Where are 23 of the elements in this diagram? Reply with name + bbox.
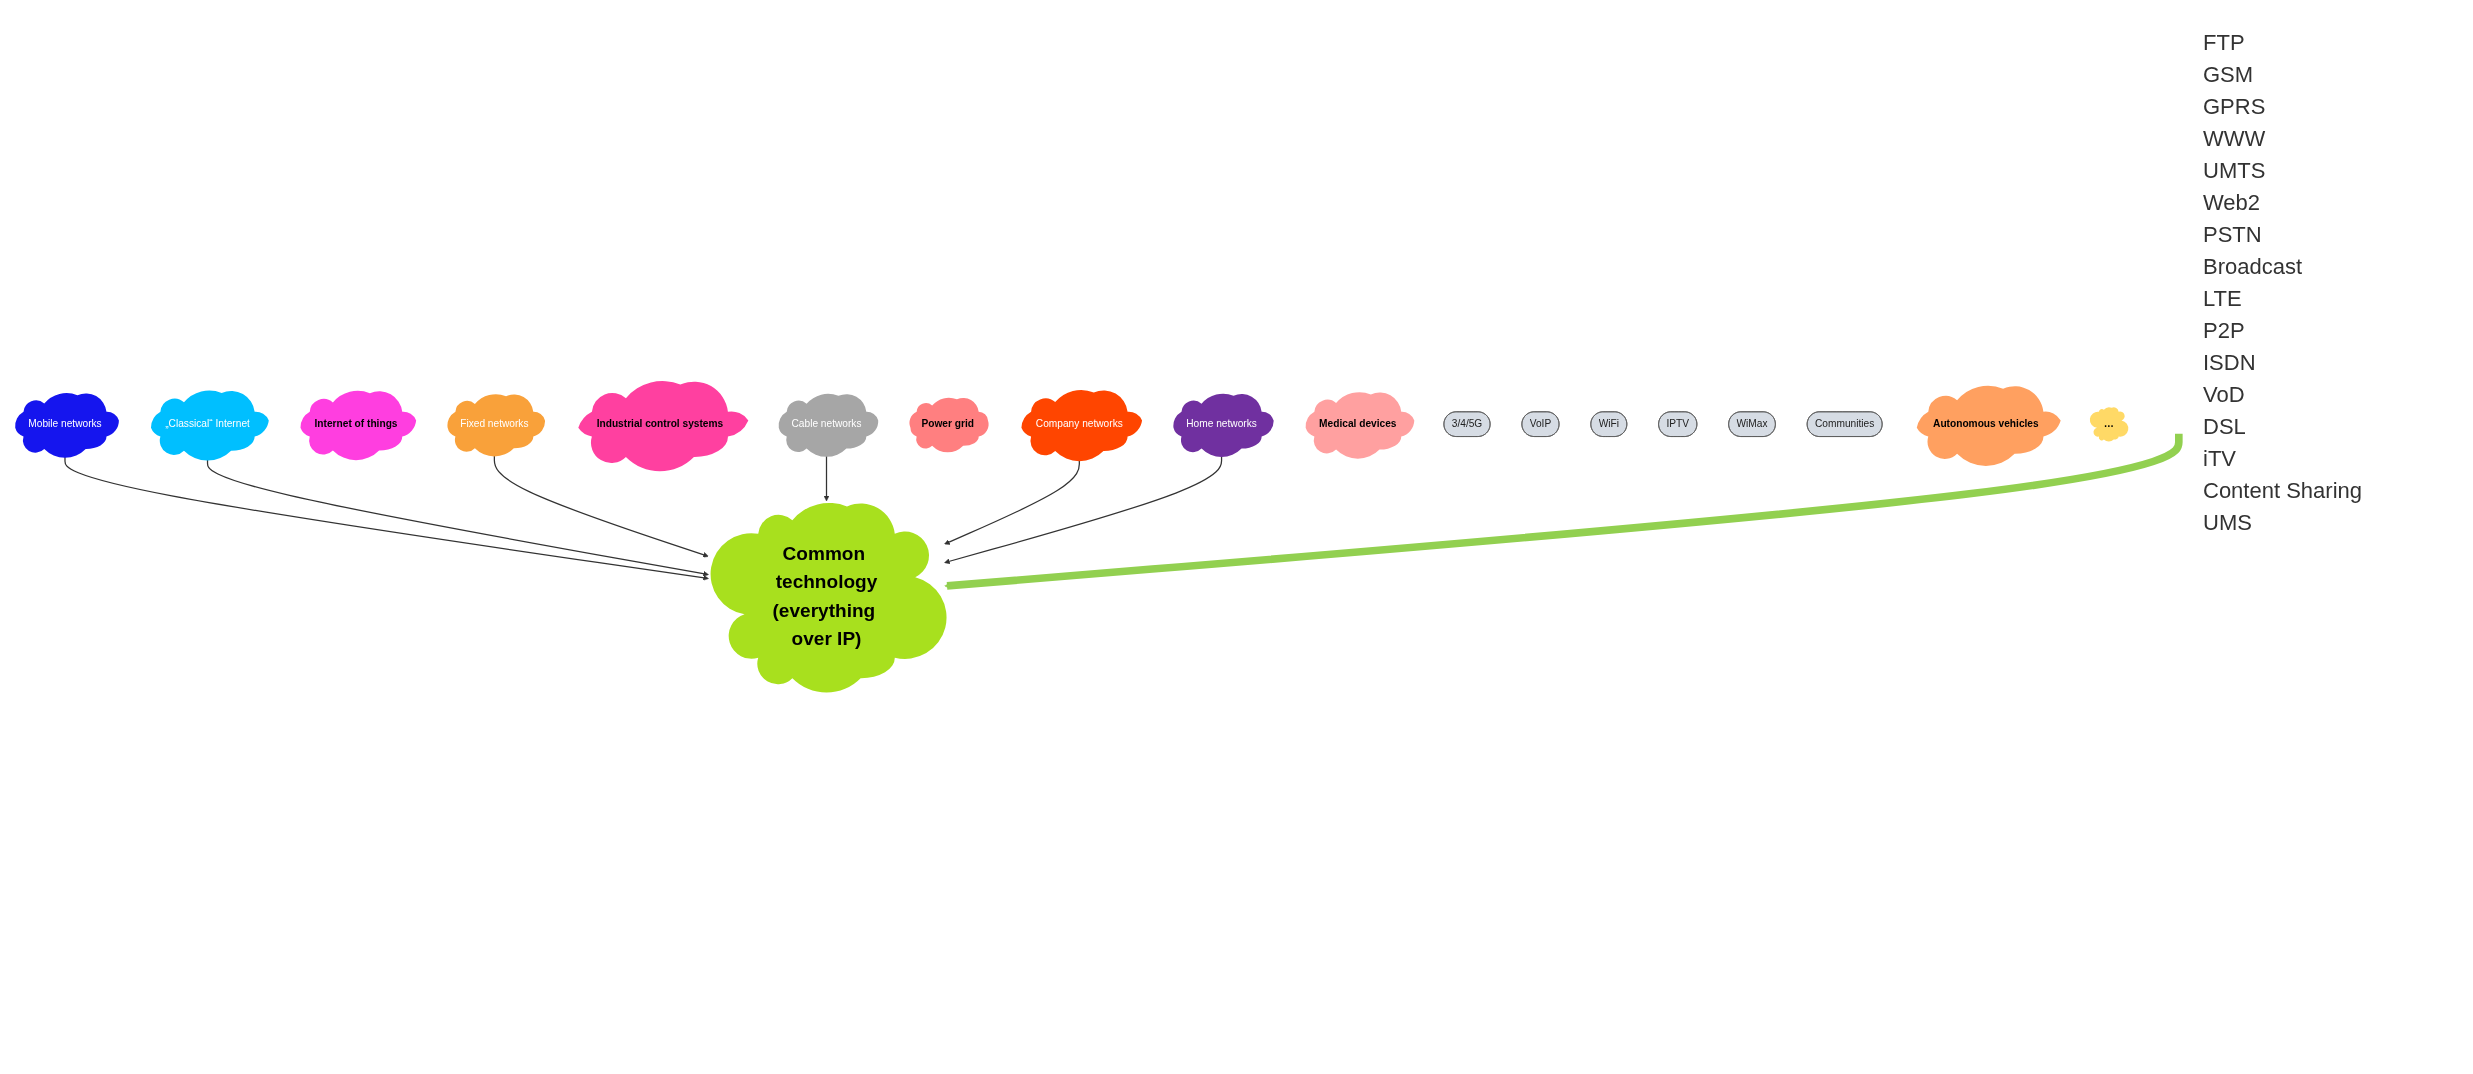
arrow: [944, 459, 1080, 545]
protocol-label: UMTS: [2203, 158, 2267, 184]
arrow: [206, 458, 709, 577]
protocol-label: GSM: [2203, 62, 2255, 88]
protocol-label: UMS: [2203, 510, 2253, 536]
arrow: [493, 454, 709, 558]
arrow: [944, 433, 2183, 590]
protocol-label: Broadcast: [2203, 254, 2304, 280]
protocol-label: VoD: [2203, 382, 2246, 408]
arrow: [64, 456, 709, 581]
protocol-label: ISDN: [2203, 350, 2257, 376]
protocol-label: PSTN: [2203, 222, 2263, 248]
arrow: [823, 455, 830, 502]
protocol-label: GPRS: [2203, 94, 2267, 120]
protocol-label: FTP: [2203, 30, 2246, 56]
protocol-label: iTV: [2203, 446, 2237, 472]
protocol-label: DSL: [2203, 414, 2247, 440]
protocol-label: Web2: [2203, 190, 2262, 216]
arrow: [944, 455, 1223, 565]
protocol-label: Content Sharing: [2203, 478, 2363, 504]
protocol-label: LTE: [2203, 286, 2243, 312]
protocol-label: P2P: [2203, 318, 2246, 344]
protocol-label: WWW: [2203, 126, 2267, 152]
